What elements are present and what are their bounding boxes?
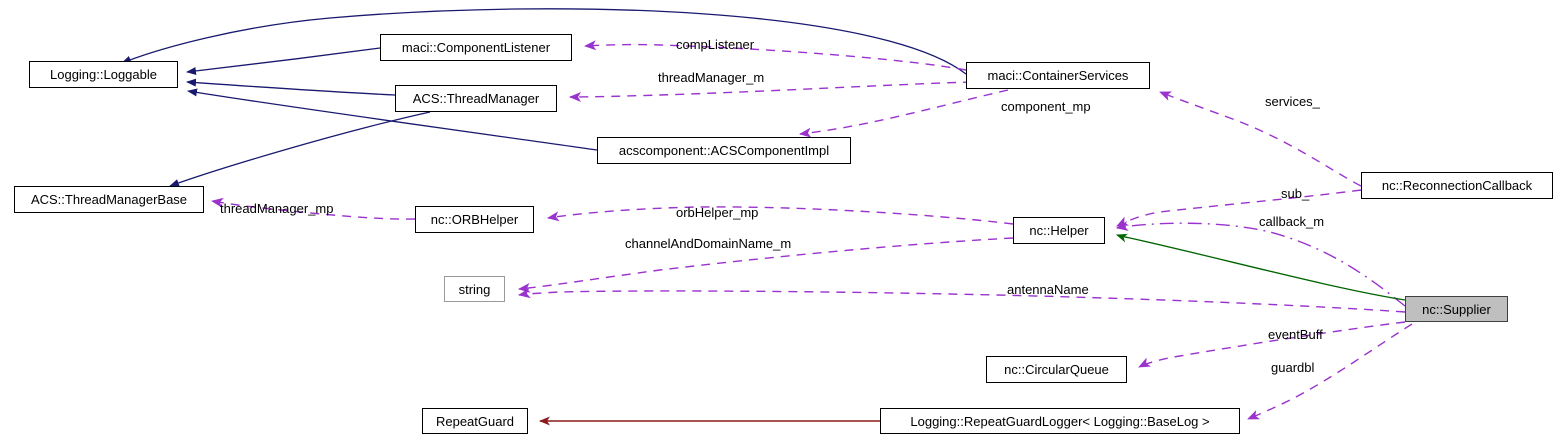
edge-label-text: channelAndDomainName_m — [625, 236, 792, 251]
node-label: maci::ContainerServices — [987, 68, 1129, 83]
node-label: maci::ComponentListener — [401, 40, 551, 55]
node-nc-reconnectioncallback[interactable]: nc::ReconnectionCallback — [1361, 172, 1553, 199]
node-label: nc::Supplier — [1422, 301, 1491, 317]
edge-label-antennaname: antennaName — [1007, 282, 1089, 297]
node-label: ACS::ThreadManager — [412, 91, 540, 106]
inheritance-edges — [121, 8, 967, 187]
node-nc-supplier[interactable]: nc::Supplier — [1405, 296, 1508, 322]
node-logging-loggable[interactable]: Logging::Loggable — [29, 61, 178, 88]
node-acs-threadmanagerbase[interactable]: ACS::ThreadManagerBase — [14, 186, 204, 213]
node-acs-threadmanager[interactable]: ACS::ThreadManager — [395, 85, 557, 112]
node-label: string — [458, 281, 491, 297]
node-label: nc::ORBHelper — [430, 212, 519, 227]
usage-edges — [211, 40, 1413, 420]
edge-label-services: services_ — [1265, 94, 1320, 109]
node-label: ACS::ThreadManagerBase — [30, 192, 188, 207]
node-maci-containerservices[interactable]: maci::ContainerServices — [966, 62, 1150, 89]
edge-label-text: orbHelper_mp — [676, 205, 759, 220]
edge-label-guardbl: guardbl — [1271, 360, 1314, 375]
edge-label-orbhelper-mp: orbHelper_mp — [676, 205, 758, 220]
node-repeatguard[interactable]: RepeatGuard — [422, 408, 528, 434]
node-acscomponent-acscomponentimpl[interactable]: acscomponent::ACSComponentImpl — [597, 137, 851, 164]
edge-label-text: callback_m — [1259, 214, 1325, 229]
green-edge — [1116, 233, 1406, 301]
edge-label-sub: sub_ — [1281, 186, 1309, 201]
node-label: Logging::Loggable — [50, 67, 157, 82]
edge-label-text: compListener — [676, 37, 755, 52]
node-label: RepeatGuard — [435, 413, 515, 429]
edge-label-threadmanager-m: threadManager_m — [658, 70, 764, 85]
node-label: nc::Helper — [1029, 223, 1089, 238]
node-maci-componentlistener[interactable]: maci::ComponentListener — [380, 34, 572, 61]
node-nc-helper[interactable]: nc::Helper — [1013, 217, 1105, 244]
node-nc-circularqueue[interactable]: nc::CircularQueue — [986, 356, 1127, 383]
edge-label-channelanddomainname-m: channelAndDomainName_m — [625, 236, 791, 251]
edge-label-text: services_ — [1265, 94, 1320, 109]
edge-label-text: threadManager_m — [658, 70, 765, 85]
node-nc-orbhelper[interactable]: nc::ORBHelper — [415, 206, 534, 233]
edge-label-text: sub_ — [1281, 186, 1310, 201]
node-label: nc::CircularQueue — [1004, 362, 1109, 377]
edge-label-complistener: compListener — [676, 37, 754, 52]
edge-label-text: threadManager_mp — [220, 201, 334, 216]
edge-label-text: component_mp — [1001, 99, 1091, 114]
edge-label-eventbuff: eventBuff — [1268, 327, 1323, 342]
edge-label-callback-m: callback_m — [1259, 214, 1324, 229]
edge-label-component-mp: component_mp — [1001, 99, 1091, 114]
edge-label-text: eventBuff — [1268, 327, 1323, 342]
node-label: Logging::RepeatGuardLogger< Logging::Bas… — [910, 413, 1210, 429]
edge-label-text: guardbl — [1271, 360, 1315, 375]
edge-label-threadmanager-mp: threadManager_mp — [220, 201, 333, 216]
node-label: acscomponent::ACSComponentImpl — [618, 143, 830, 158]
edge-label-text: antennaName — [1007, 282, 1089, 297]
node-label: nc::ReconnectionCallback — [1381, 178, 1533, 193]
node-string[interactable]: string — [444, 276, 505, 302]
node-logging-repeatguardlogger[interactable]: Logging::RepeatGuardLogger< Logging::Bas… — [880, 408, 1240, 434]
